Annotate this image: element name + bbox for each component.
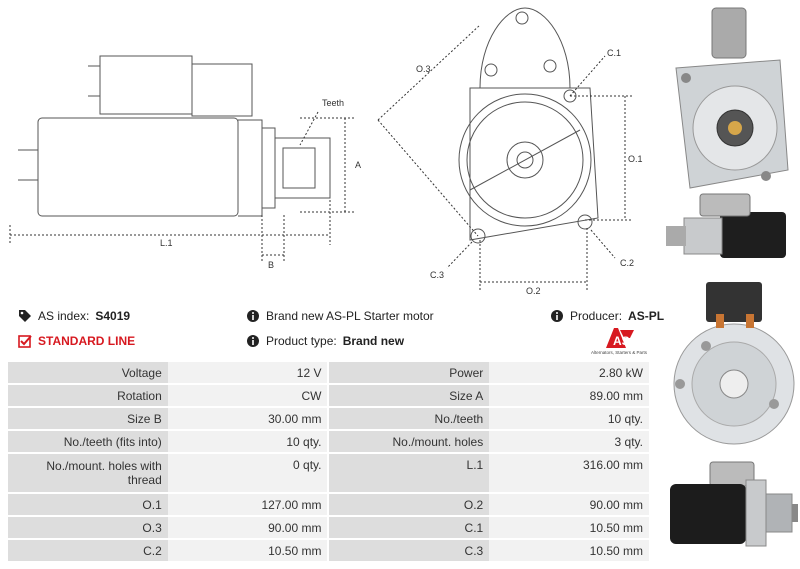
- as-index-value: S4019: [95, 309, 131, 323]
- dim-b-label: B: [268, 260, 274, 270]
- info-icon: [247, 310, 259, 322]
- as-pl-logo-mark: AS: [606, 328, 634, 348]
- spec-value: 10.50 mm: [167, 540, 328, 561]
- spec-value: 3 qty.: [489, 431, 649, 452]
- producer-value: AS-PL: [628, 309, 665, 323]
- spec-value: 90.00 mm: [167, 517, 328, 538]
- table-row: No./teeth (fits into) 10 qty. No./mount.…: [8, 431, 649, 452]
- description-text: Brand new AS-PL Starter motor: [266, 309, 434, 323]
- spec-key: Power: [329, 362, 490, 383]
- spec-key: C.1: [329, 517, 490, 538]
- photo-rear-end: [673, 282, 795, 445]
- spec-key: C.3: [329, 540, 490, 561]
- info-icon: [247, 335, 259, 347]
- table-row: No./mount. holes with thread 0 qty. L.1 …: [8, 454, 649, 492]
- dim-a-label: A: [355, 160, 361, 170]
- spec-value: 10.50 mm: [489, 540, 649, 561]
- product-type-label: Product type:: [266, 334, 337, 348]
- spec-key: C.2: [8, 540, 168, 561]
- spec-value: 90.00 mm: [489, 494, 649, 515]
- tag-icon: [19, 310, 31, 322]
- dim-o1-label: O.1: [628, 154, 643, 164]
- spec-value: 0 qty.: [167, 454, 328, 492]
- photo-side-small: [666, 193, 786, 258]
- dim-c2-label: C.2: [620, 258, 634, 268]
- spec-key: No./mount. holes with thread: [8, 454, 168, 492]
- as-index-row: AS index: S4019: [18, 309, 130, 323]
- table-row: O.1 127.00 mm O.2 90.00 mm: [8, 494, 649, 515]
- dim-c1-label: C.1: [607, 48, 621, 58]
- table-row: Size B 30.00 mm No./teeth 10 qty.: [8, 408, 649, 429]
- dim-c3-label: C.3: [430, 270, 444, 280]
- info-icon: [551, 310, 563, 322]
- producer-row: Producer: AS-PL: [550, 309, 664, 323]
- spec-key: No./teeth: [329, 408, 490, 429]
- table-row: O.3 90.00 mm C.1 10.50 mm: [8, 517, 649, 538]
- product-type-value: Brand new: [342, 334, 405, 348]
- table-row: C.2 10.50 mm C.3 10.50 mm: [8, 540, 649, 561]
- side-view-motor: [18, 55, 331, 217]
- spec-key: O.3: [8, 517, 168, 538]
- table-row: Voltage 12 V Power 2.80 kW: [8, 362, 649, 383]
- spec-key: Voltage: [8, 362, 168, 383]
- standard-line-label: STANDARD LINE: [38, 334, 136, 348]
- spec-value: CW: [167, 385, 328, 406]
- spec-value: 89.00 mm: [489, 385, 649, 406]
- standard-line-row: STANDARD LINE: [18, 334, 135, 348]
- spec-value: 2.80 kW: [489, 362, 649, 383]
- spec-key: Rotation: [8, 385, 168, 406]
- photo-side-large: [670, 461, 798, 547]
- producer-label: Producer:: [570, 309, 623, 323]
- table-row: Rotation CW Size A 89.00 mm: [8, 385, 649, 406]
- teeth-label: Teeth: [322, 98, 344, 108]
- spec-key: Size B: [8, 408, 168, 429]
- spec-value: 10 qty.: [489, 408, 649, 429]
- svg-text:AS: AS: [613, 334, 630, 348]
- technical-drawing: Teeth A B L.1 O.1 O.2 O.3 C.1 C.2 C.3: [9, 7, 643, 296]
- logo-tagline: Alternators, Starters & Parts: [590, 350, 648, 355]
- as-index-label: AS index:: [38, 309, 90, 323]
- product-type-row: Product type: Brand new: [246, 334, 404, 348]
- spec-key: O.2: [329, 494, 490, 515]
- description-row: Brand new AS-PL Starter motor: [246, 309, 434, 323]
- spec-key: O.1: [8, 494, 168, 515]
- spec-key: No./teeth (fits into): [8, 431, 168, 452]
- spec-key: No./mount. holes: [329, 431, 490, 452]
- spec-value: 30.00 mm: [167, 408, 328, 429]
- spec-key: Size A: [329, 385, 490, 406]
- spec-value: 127.00 mm: [167, 494, 328, 515]
- spec-key: L.1: [329, 454, 490, 492]
- dim-o3-label: O.3: [416, 64, 431, 74]
- product-photos: [666, 7, 798, 547]
- as-pl-logo: AS Alternators, Starters & Parts: [584, 326, 654, 356]
- spec-table: Voltage 12 V Power 2.80 kW Rotation CW S…: [8, 360, 649, 563]
- front-view-flange: [458, 7, 599, 244]
- dim-l1-label: L.1: [160, 238, 173, 248]
- checkbox-checked-icon: [18, 335, 32, 348]
- spec-value: 10.50 mm: [489, 517, 649, 538]
- photo-flange-front: [675, 7, 789, 189]
- spec-value: 316.00 mm: [489, 454, 649, 492]
- spec-value: 10 qty.: [167, 431, 328, 452]
- dim-o2-label: O.2: [526, 286, 541, 296]
- spec-value: 12 V: [167, 362, 328, 383]
